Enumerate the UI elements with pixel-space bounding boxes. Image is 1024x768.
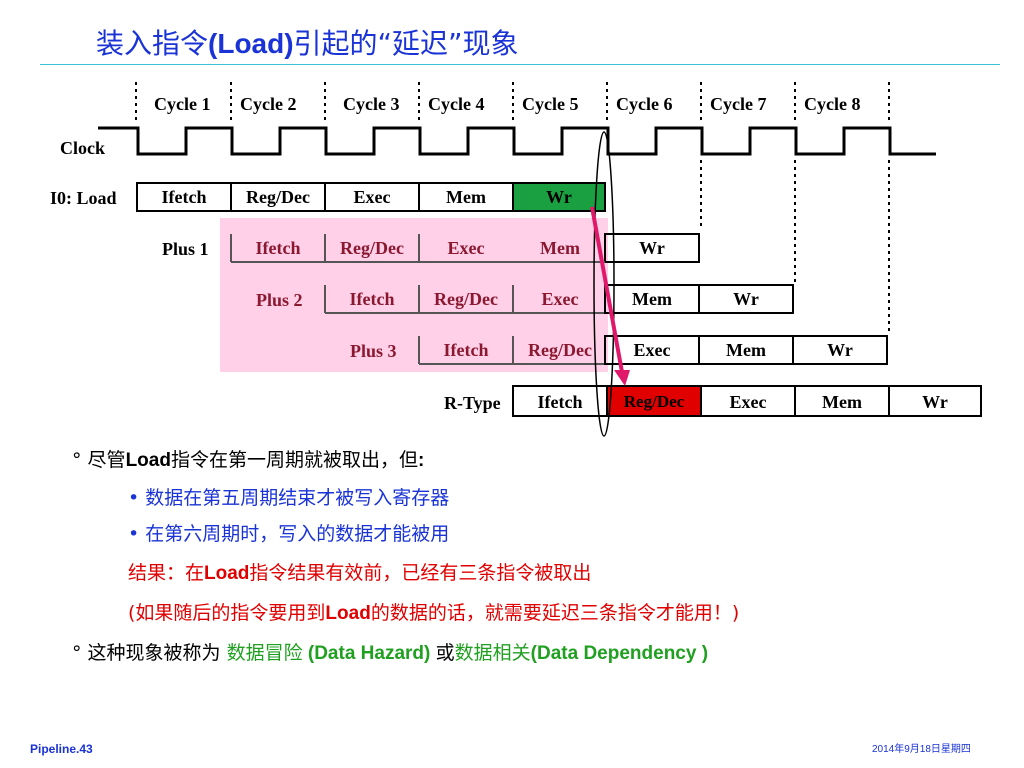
cycle-label-7: Cycle 7 [710, 94, 767, 114]
plus1-stage-wr: Wr [639, 238, 665, 258]
result-1-text-a: 结果：在 [128, 562, 205, 584]
bullet-2-text-a: 这种现象被称为 [87, 642, 227, 664]
sub-bullet-1-text: 数据在第五周期结束才被写入寄存器 [145, 487, 450, 509]
plus3-stage-ifetch: Ifetch [443, 340, 489, 360]
row-label-plus2: Plus 2 [256, 290, 303, 310]
term-data-hazard-cn: 数据冒险 [226, 642, 303, 664]
result-line-1: 结果：在Load指令结果有效前，已经有三条指令被取出 [128, 558, 591, 585]
title-part2: (Load) [208, 28, 294, 59]
row-label-rtype: R-Type [444, 393, 501, 413]
cycle-label-5: Cycle 5 [522, 94, 579, 114]
plus2-stage-mem: Mem [632, 289, 672, 309]
bullet-marker: ° [72, 449, 82, 471]
bullet-1-text-d: : [417, 450, 425, 471]
plus2-stage-wr: Wr [733, 289, 759, 309]
term-data-hazard-en: (Data Hazard) [302, 643, 436, 664]
bullet-1-text-a: 尽管 [87, 449, 126, 471]
bullet-marker-2: ° [72, 642, 82, 664]
load-stage-wr: Wr [546, 187, 572, 207]
bullet-1-text-b: Load [125, 450, 171, 471]
clock-label: Clock [60, 138, 105, 158]
title-part3: 引起的“延迟”现象 [293, 27, 519, 60]
result-1-text-b: Load [204, 563, 250, 584]
slide-title: 装入指令(Load)引起的“延迟”现象 [96, 22, 519, 62]
plus3-stage-wr: Wr [827, 340, 853, 360]
bullet-2-text-or: 或 [435, 642, 455, 664]
cycle-label-8: Cycle 8 [804, 94, 861, 114]
term-data-dependency-en: (Data Dependency ) [530, 643, 709, 664]
bullet-1-text-c: 指令在第一周期就被取出，但 [170, 449, 418, 471]
pink-region [220, 218, 608, 372]
cycle-label-4: Cycle 4 [428, 94, 485, 114]
rtype-stage-exec: Exec [729, 392, 767, 412]
sub-bullet-1: • 数据在第五周期结束才被写入寄存器 [128, 483, 449, 510]
bullet-1: ° 尽管Load指令在第一周期就被取出，但: [72, 445, 424, 472]
load-stage-mem: Mem [446, 187, 486, 207]
plus1-stage-regdec: Reg/Dec [340, 238, 404, 258]
rtype-stage-wr: Wr [922, 392, 948, 412]
cycle-label-6: Cycle 6 [616, 94, 673, 114]
rtype-stage-regdec: Reg/Dec [623, 392, 685, 411]
cycle-label-1: Cycle 1 [154, 94, 211, 114]
bullet-2: ° 这种现象被称为 数据冒险 (Data Hazard) 或数据相关(Data … [72, 638, 708, 665]
plus3-stage-regdec: Reg/Dec [528, 340, 592, 360]
result-1-text-c: 指令结果有效前，已经有三条指令被取出 [249, 562, 592, 584]
result-2-text-b: Load [325, 603, 371, 624]
load-stage-exec: Exec [353, 187, 391, 207]
row-label-load: I0: Load [50, 188, 117, 208]
title-part1: 装入指令 [96, 27, 209, 60]
sub-bullet-marker-1: • [128, 487, 140, 509]
plus1-stage-mem: Mem [540, 238, 580, 258]
footer-date: 2014年9月18日星期四 [872, 744, 971, 755]
row-label-plus1: Plus 1 [162, 239, 209, 259]
row-label-plus3: Plus 3 [350, 341, 397, 361]
plus1-stage-exec: Exec [447, 238, 485, 258]
plus1-stage-ifetch: Ifetch [255, 238, 301, 258]
cycle-label-2: Cycle 2 [240, 94, 297, 114]
rtype-stage-ifetch: Ifetch [537, 392, 583, 412]
title-underline [40, 64, 1000, 65]
rtype-stage-mem: Mem [822, 392, 862, 412]
load-stage-ifetch: Ifetch [161, 187, 207, 207]
plus3-stage-exec: Exec [633, 340, 671, 360]
plus2-stage-ifetch: Ifetch [349, 289, 395, 309]
load-stage-regdec: Reg/Dec [246, 187, 310, 207]
footer-slide-id: Pipeline.43 [30, 742, 93, 756]
sub-bullet-2: • 在第六周期时，写入的数据才能被用 [128, 519, 449, 546]
result-line-2: (如果随后的指令要用到Load的数据的话，就需要延迟三条指令才能用！) [128, 598, 739, 625]
result-2-text-a: (如果随后的指令要用到 [128, 602, 326, 624]
result-2-text-c: 的数据的话，就需要延迟三条指令才能用！) [370, 602, 740, 624]
plus3-stage-mem: Mem [726, 340, 766, 360]
plus2-stage-regdec: Reg/Dec [434, 289, 498, 309]
cycle-label-3: Cycle 3 [343, 94, 400, 114]
term-data-dependency-cn: 数据相关 [454, 642, 531, 664]
sub-bullet-marker-2: • [128, 523, 140, 545]
sub-bullet-2-text: 在第六周期时，写入的数据才能被用 [145, 523, 450, 545]
plus2-stage-exec: Exec [541, 289, 579, 309]
